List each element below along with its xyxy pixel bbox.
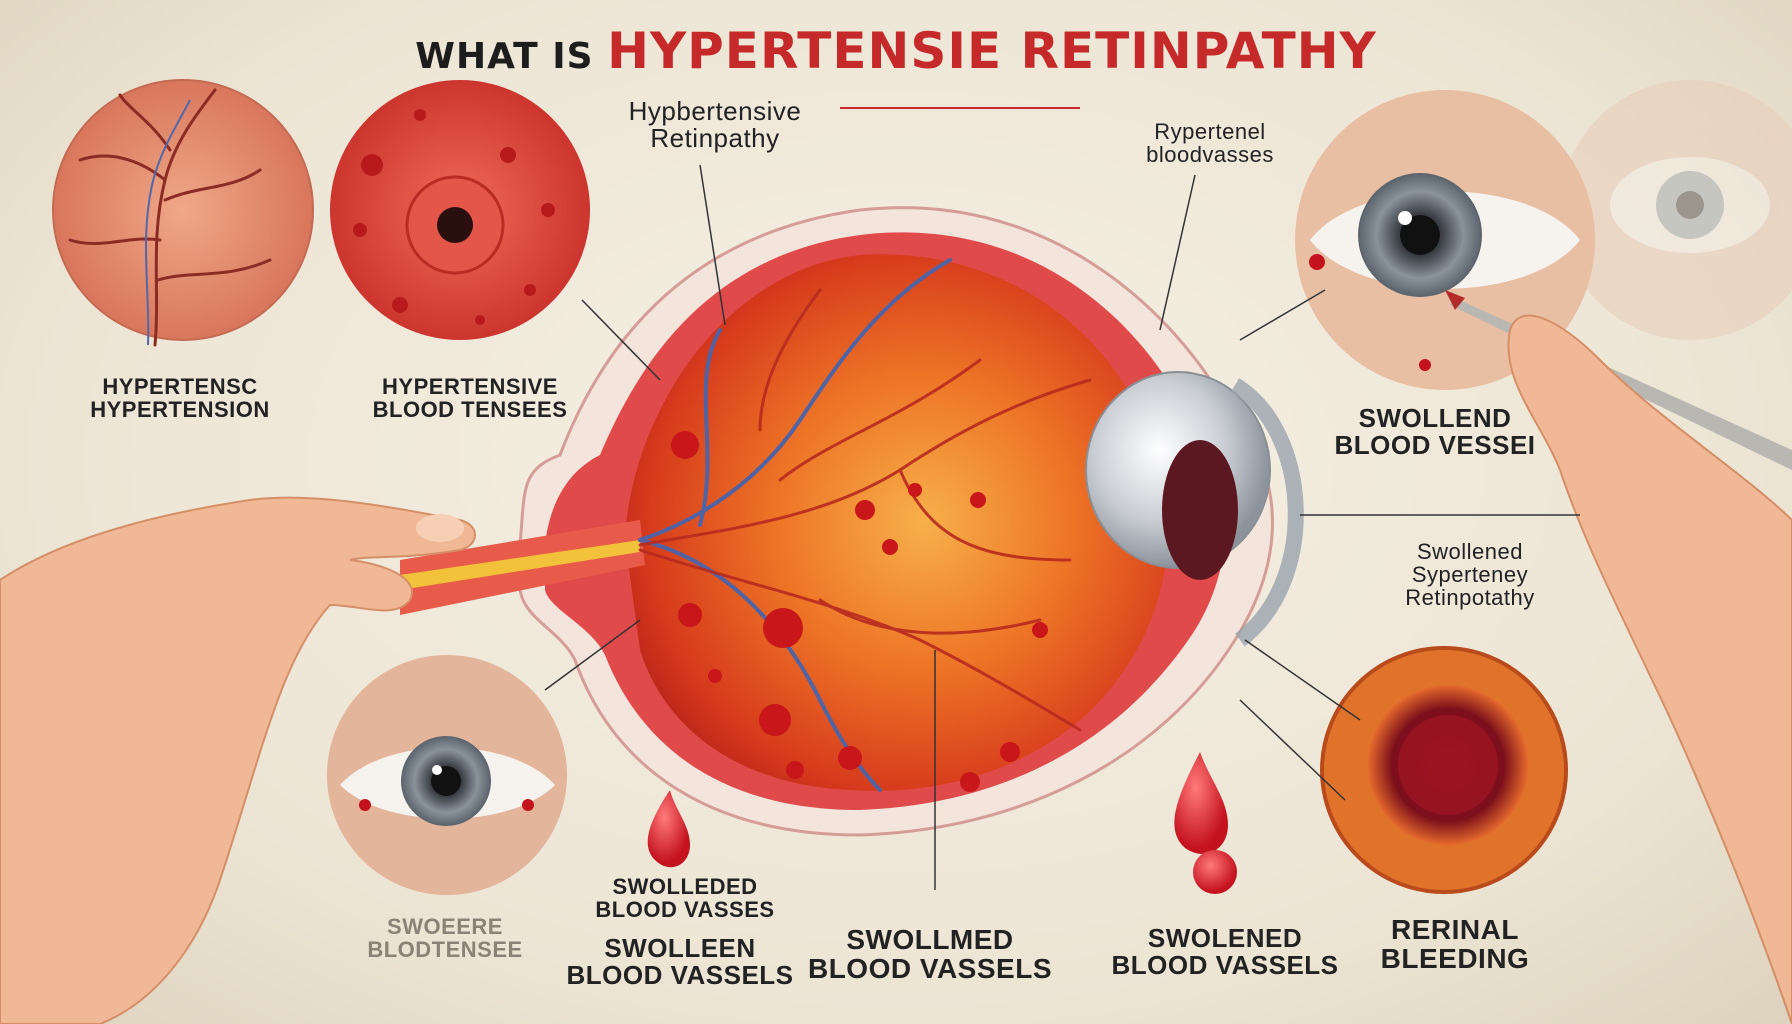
leader-lines — [544, 164, 1580, 890]
label-right-mid: Swollened Syperteney Retinpotathy — [1405, 539, 1535, 611]
title-prefix: WHAT IS — [415, 36, 608, 77]
retinal-bleeding-circle — [1320, 646, 1568, 894]
label-bottom-5: RERINAL BLEEDING — [1380, 914, 1530, 975]
label-bottom-3: SWOLLMED BLOOD VASSELS — [807, 924, 1052, 985]
label-bottom-2: SWOLLEEN BLOOD VASSELS — [566, 933, 794, 991]
label-top-right: Rypertenel bloodvasses — [1146, 119, 1274, 168]
page-title: WHAT IS HYPERTENSIE RETINPATHY — [0, 22, 1792, 80]
label-bottom-faded: SWOEERE BLODTENSEE — [367, 914, 523, 963]
right-eye-closeup — [1295, 90, 1595, 390]
label-bottom-4: SWOLENED BLOOD VASSELS — [1111, 923, 1339, 981]
label-right-eye: SWOLLEND BLOOD VESSEI — [1334, 403, 1536, 461]
background-eye-faded — [1560, 80, 1792, 340]
label-left-circle-1: HYPERTENSC HYPERTENSION — [90, 374, 270, 423]
left-hand — [0, 496, 476, 1024]
right-hand-with-pencil — [1445, 290, 1792, 1024]
label-top-center: Hypbertensive Retinpathy — [628, 96, 802, 154]
blood-drop-right — [1174, 752, 1237, 894]
red-fundus-circle — [330, 80, 590, 340]
blood-drop-left — [647, 790, 690, 868]
title-highlight: HYPERTENSIE RETINPATHY — [607, 22, 1377, 80]
bottom-left-eye — [327, 655, 567, 895]
eye-cross-section — [400, 206, 1304, 837]
fundus-vessels-circle — [52, 79, 314, 347]
label-left-circle-2: HYPERTENSIVE BLOOD TENSEES — [372, 374, 568, 423]
label-bottom-1: SWOLLEDED BLOOD VASSES — [595, 874, 775, 923]
